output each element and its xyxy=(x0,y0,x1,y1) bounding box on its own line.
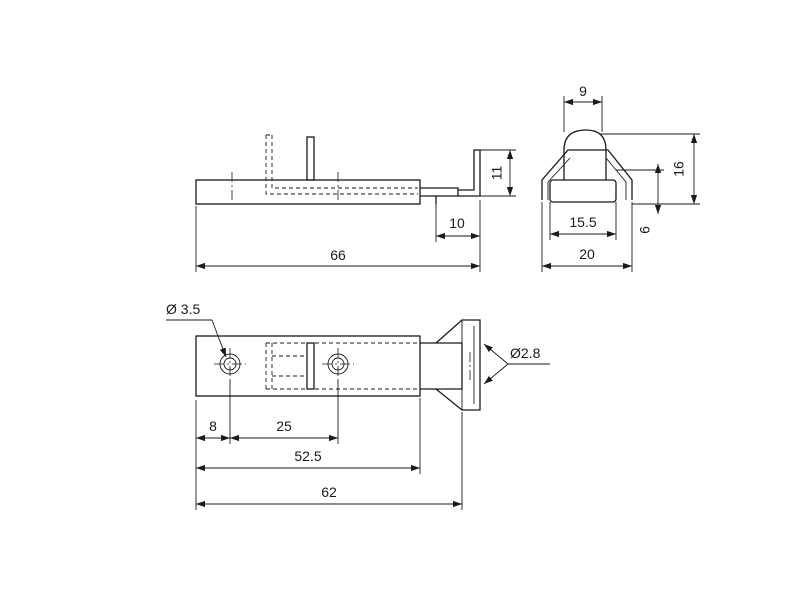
leader-3-5 xyxy=(211,319,227,358)
side-view: 66 10 11 xyxy=(195,134,516,272)
dim-label-9: 9 xyxy=(579,83,587,99)
dim-label-hole-small: Ø2.8 xyxy=(510,345,541,361)
top-hidden-channel xyxy=(272,355,307,377)
dim-label-6: 6 xyxy=(637,226,653,234)
end-bracket-outline xyxy=(541,149,633,200)
dim-label-25: 25 xyxy=(276,418,292,434)
side-lip-tab xyxy=(436,187,459,197)
end-base xyxy=(549,179,617,203)
dim-label-8: 8 xyxy=(209,418,217,434)
top-plate-outline xyxy=(195,335,421,397)
dim-label-hole-large: Ø 3.5 xyxy=(166,301,200,317)
dim-label-10: 10 xyxy=(449,215,465,231)
top-view: Ø 3.5 Ø2.8 8 25 52.5 62 xyxy=(166,301,550,510)
side-pin xyxy=(306,136,315,181)
dim-label-11: 11 xyxy=(489,166,505,181)
top-bolt xyxy=(420,342,463,390)
side-hidden-slider xyxy=(265,134,418,195)
side-plate-outline xyxy=(195,179,421,205)
leader-2-8-a xyxy=(483,343,509,365)
leader-2-8-b xyxy=(483,363,509,385)
dim-label-15-5: 15.5 xyxy=(569,214,596,230)
dim-label-16: 16 xyxy=(671,161,687,177)
end-bracket-inner xyxy=(547,157,627,200)
top-hidden-body xyxy=(265,342,462,390)
dim-label-20: 20 xyxy=(579,246,595,262)
end-knob xyxy=(563,129,607,180)
dim-label-66: 66 xyxy=(330,247,346,263)
dim-label-52-5: 52.5 xyxy=(294,448,321,464)
side-lip xyxy=(420,187,437,204)
side-bracket xyxy=(458,149,481,197)
top-strike-plate xyxy=(435,319,481,411)
dim-label-62: 62 xyxy=(321,484,337,500)
end-view: 9 16 6 15.5 20 xyxy=(541,83,700,272)
top-pin xyxy=(306,342,315,390)
